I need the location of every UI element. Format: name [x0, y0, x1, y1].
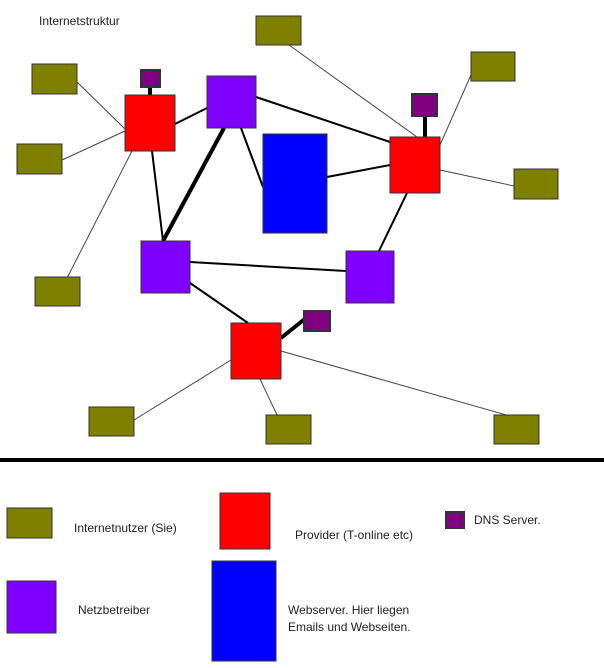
- legend-label-webserver-1: Webserver. Hier liegen: [288, 603, 410, 617]
- edge-dns-3-provider-3: [279, 316, 308, 340]
- node-network-1: [206, 75, 257, 129]
- legend-swatch-network: [6, 580, 57, 634]
- edge-network-1-webserver-1: [240, 127, 264, 188]
- edge-user-4-provider-2: [288, 44, 418, 138]
- node-user-3: [34, 276, 81, 307]
- edge-user-2-provider-1: [61, 130, 126, 161]
- node-network-2: [140, 240, 191, 294]
- edge-network-1-provider-2: [255, 96, 391, 143]
- edge-user-6-provider-2: [439, 169, 515, 187]
- connections: [61, 44, 515, 421]
- edge-webserver-1-provider-2: [326, 164, 391, 178]
- node-dns-1: [140, 69, 161, 88]
- node-provider-2: [389, 136, 441, 194]
- legend-swatches: [6, 492, 465, 662]
- edge-provider-2-network-3: [378, 192, 408, 252]
- edge-user-3-provider-1: [65, 150, 133, 281]
- edge-network-2-network-3: [189, 261, 347, 272]
- edge-user-1-provider-1: [76, 81, 126, 130]
- legend-label-network: Netzbetreiber: [78, 603, 151, 617]
- node-user-7: [88, 406, 135, 437]
- legend-label-webserver-2: Emails und Webseiten.: [288, 620, 411, 634]
- node-network-3: [345, 250, 395, 304]
- legend-swatch-user: [6, 507, 53, 539]
- legend-label-provider: Provider (T-online etc): [295, 528, 414, 542]
- edge-provider-1-network-2: [151, 150, 164, 242]
- edge-provider-1-network-1: [174, 107, 208, 125]
- edge-user-5-provider-2: [439, 74, 472, 146]
- node-user-1: [31, 63, 78, 95]
- legend-swatch-provider: [219, 492, 271, 550]
- edge-network-2-provider-3: [189, 282, 249, 324]
- legend-swatch-webserver: [211, 560, 277, 662]
- edge-user-7-provider-3: [133, 359, 232, 421]
- diagram-title: Internetstruktur: [39, 14, 120, 28]
- node-webserver-1: [262, 133, 328, 234]
- divider: [0, 458, 604, 462]
- edge-network-1-network-2: [161, 127, 226, 242]
- node-user-8: [265, 414, 312, 445]
- legend-swatch-dns: [445, 511, 465, 529]
- node-provider-1: [124, 94, 176, 152]
- node-provider-3: [230, 322, 282, 380]
- node-user-2: [16, 143, 63, 175]
- edge-user-9-provider-3: [280, 350, 511, 417]
- node-user-4: [255, 15, 302, 46]
- node-user-9: [493, 414, 540, 445]
- legend-label-dns: DNS Server.: [474, 513, 541, 527]
- node-user-6: [513, 168, 559, 200]
- legend-label-user: Internetnutzer (Sie): [74, 521, 177, 535]
- nodes: [16, 15, 559, 445]
- edge-user-8-provider-3: [259, 378, 278, 416]
- node-dns-2: [411, 93, 438, 117]
- node-user-5: [470, 51, 516, 82]
- node-dns-3: [303, 310, 331, 332]
